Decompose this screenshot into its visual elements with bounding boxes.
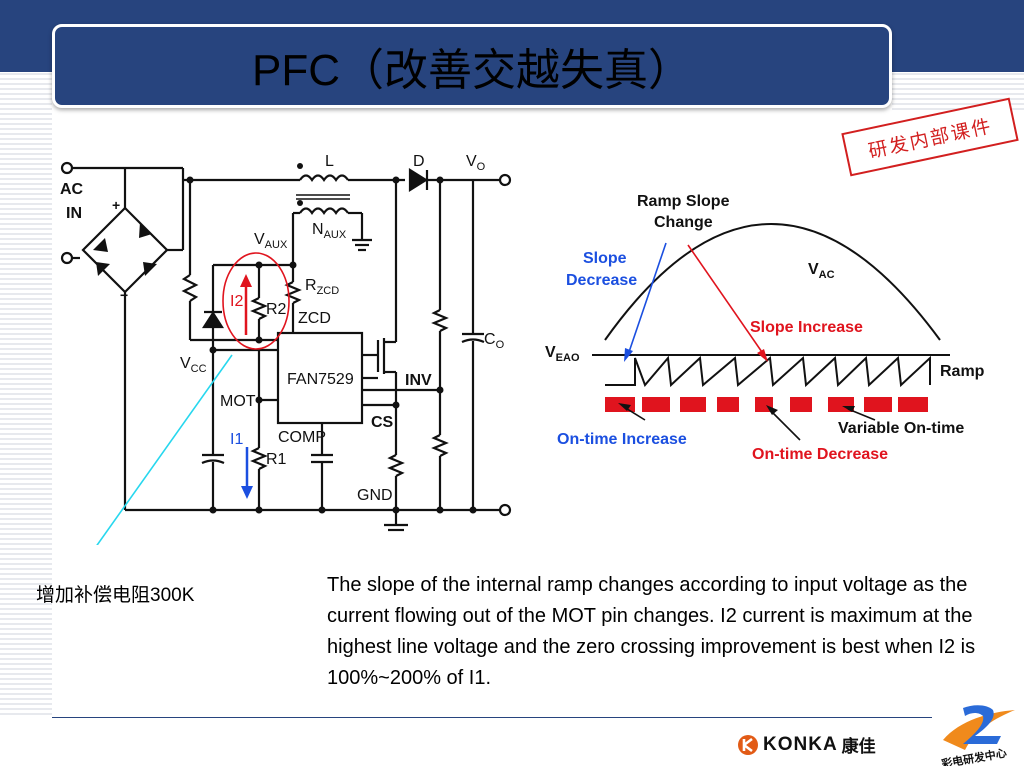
description-text: The slope of the internal ramp changes a… (327, 574, 976, 689)
veao-label: VEAO (545, 344, 580, 364)
konka-brand: KONKA 康佳 (737, 732, 876, 757)
comp-pin-label: COMP (278, 429, 326, 446)
svg-text:−: − (120, 287, 128, 303)
footer-divider (52, 717, 932, 718)
ramp-wave (605, 355, 931, 388)
chip-label: FAN7529 (287, 371, 354, 388)
in-label: IN (66, 205, 82, 222)
brand-latin: KONKA (763, 733, 838, 755)
ramp-label: Ramp (940, 363, 985, 380)
co-label: CO (484, 331, 505, 351)
on-time-pulse (864, 397, 892, 412)
on-time-pulse (642, 397, 670, 412)
on-time-increase-label: On-time Increase (557, 431, 687, 448)
left-grid-decoration (0, 0, 52, 715)
inductor-label: L (325, 153, 334, 170)
vo-label: VO (466, 153, 486, 173)
ramp-slope-label-2: Change (654, 214, 713, 231)
rd-center-label: 彩电研发中心 (939, 746, 1007, 766)
rzcd-label: RZCD (305, 277, 339, 297)
variable-on-time-label: Variable On-time (838, 420, 964, 437)
konka-k-icon (738, 734, 758, 755)
on-time-pulse (717, 397, 739, 412)
annotation-cn: 增加补偿电阻 (36, 584, 151, 606)
svg-text:+: + (112, 197, 120, 213)
inv-pin-label: INV (405, 372, 432, 389)
ramp-waveform-diagram: Ramp Slope Change Slope Decrease VAC Slo… (545, 193, 985, 463)
brand-cn: 康佳 (841, 737, 876, 757)
i1-label: I1 (230, 431, 243, 448)
annotation-value: 300K (150, 585, 195, 606)
on-time-pulse (790, 397, 812, 412)
slide-title: PFC（改善交越失真） (252, 34, 692, 98)
naux-label: NAUX (312, 221, 347, 241)
on-time-pulses (605, 397, 928, 412)
title-latin: PFC (252, 46, 340, 95)
diode-label: D (413, 153, 425, 170)
on-time-pulse (898, 397, 928, 412)
slope-decrease-label-1: Slope (583, 250, 627, 267)
vaux-label: VAUX (254, 231, 288, 251)
i2-label: I2 (230, 293, 243, 310)
rd-center-logo: 彩电研发中心 (939, 705, 1015, 766)
zcd-pin-label: ZCD (298, 310, 331, 327)
ramp-slope-label-1: Ramp Slope (637, 193, 730, 210)
gnd-pin-label: GND (357, 487, 393, 504)
mot-pin-label: MOT (220, 393, 256, 410)
cs-pin-label: CS (371, 414, 394, 431)
on-time-decrease-label: On-time Decrease (752, 446, 888, 463)
compensation-resistor-note: 增加补偿电阻300K (36, 580, 194, 607)
slope-increase-label: Slope Increase (750, 319, 863, 336)
vcc-label: VCC (180, 355, 207, 375)
on-time-pulse (680, 397, 706, 412)
title-cn: （改善交越失真） (340, 45, 692, 96)
vac-arc (604, 223, 941, 341)
title-bar: PFC（改善交越失真） (52, 24, 892, 108)
r2-label: R2 (266, 301, 287, 318)
ac-label: AC (60, 181, 84, 198)
pfc-circuit-diagram: AC IN + − L D VO NAUX VAUX RZCD ZCD I2 R… (60, 153, 512, 545)
vac-label: VAC (808, 261, 835, 281)
slope-decrease-label-2: Decrease (566, 272, 637, 289)
r1-label: R1 (266, 451, 287, 468)
